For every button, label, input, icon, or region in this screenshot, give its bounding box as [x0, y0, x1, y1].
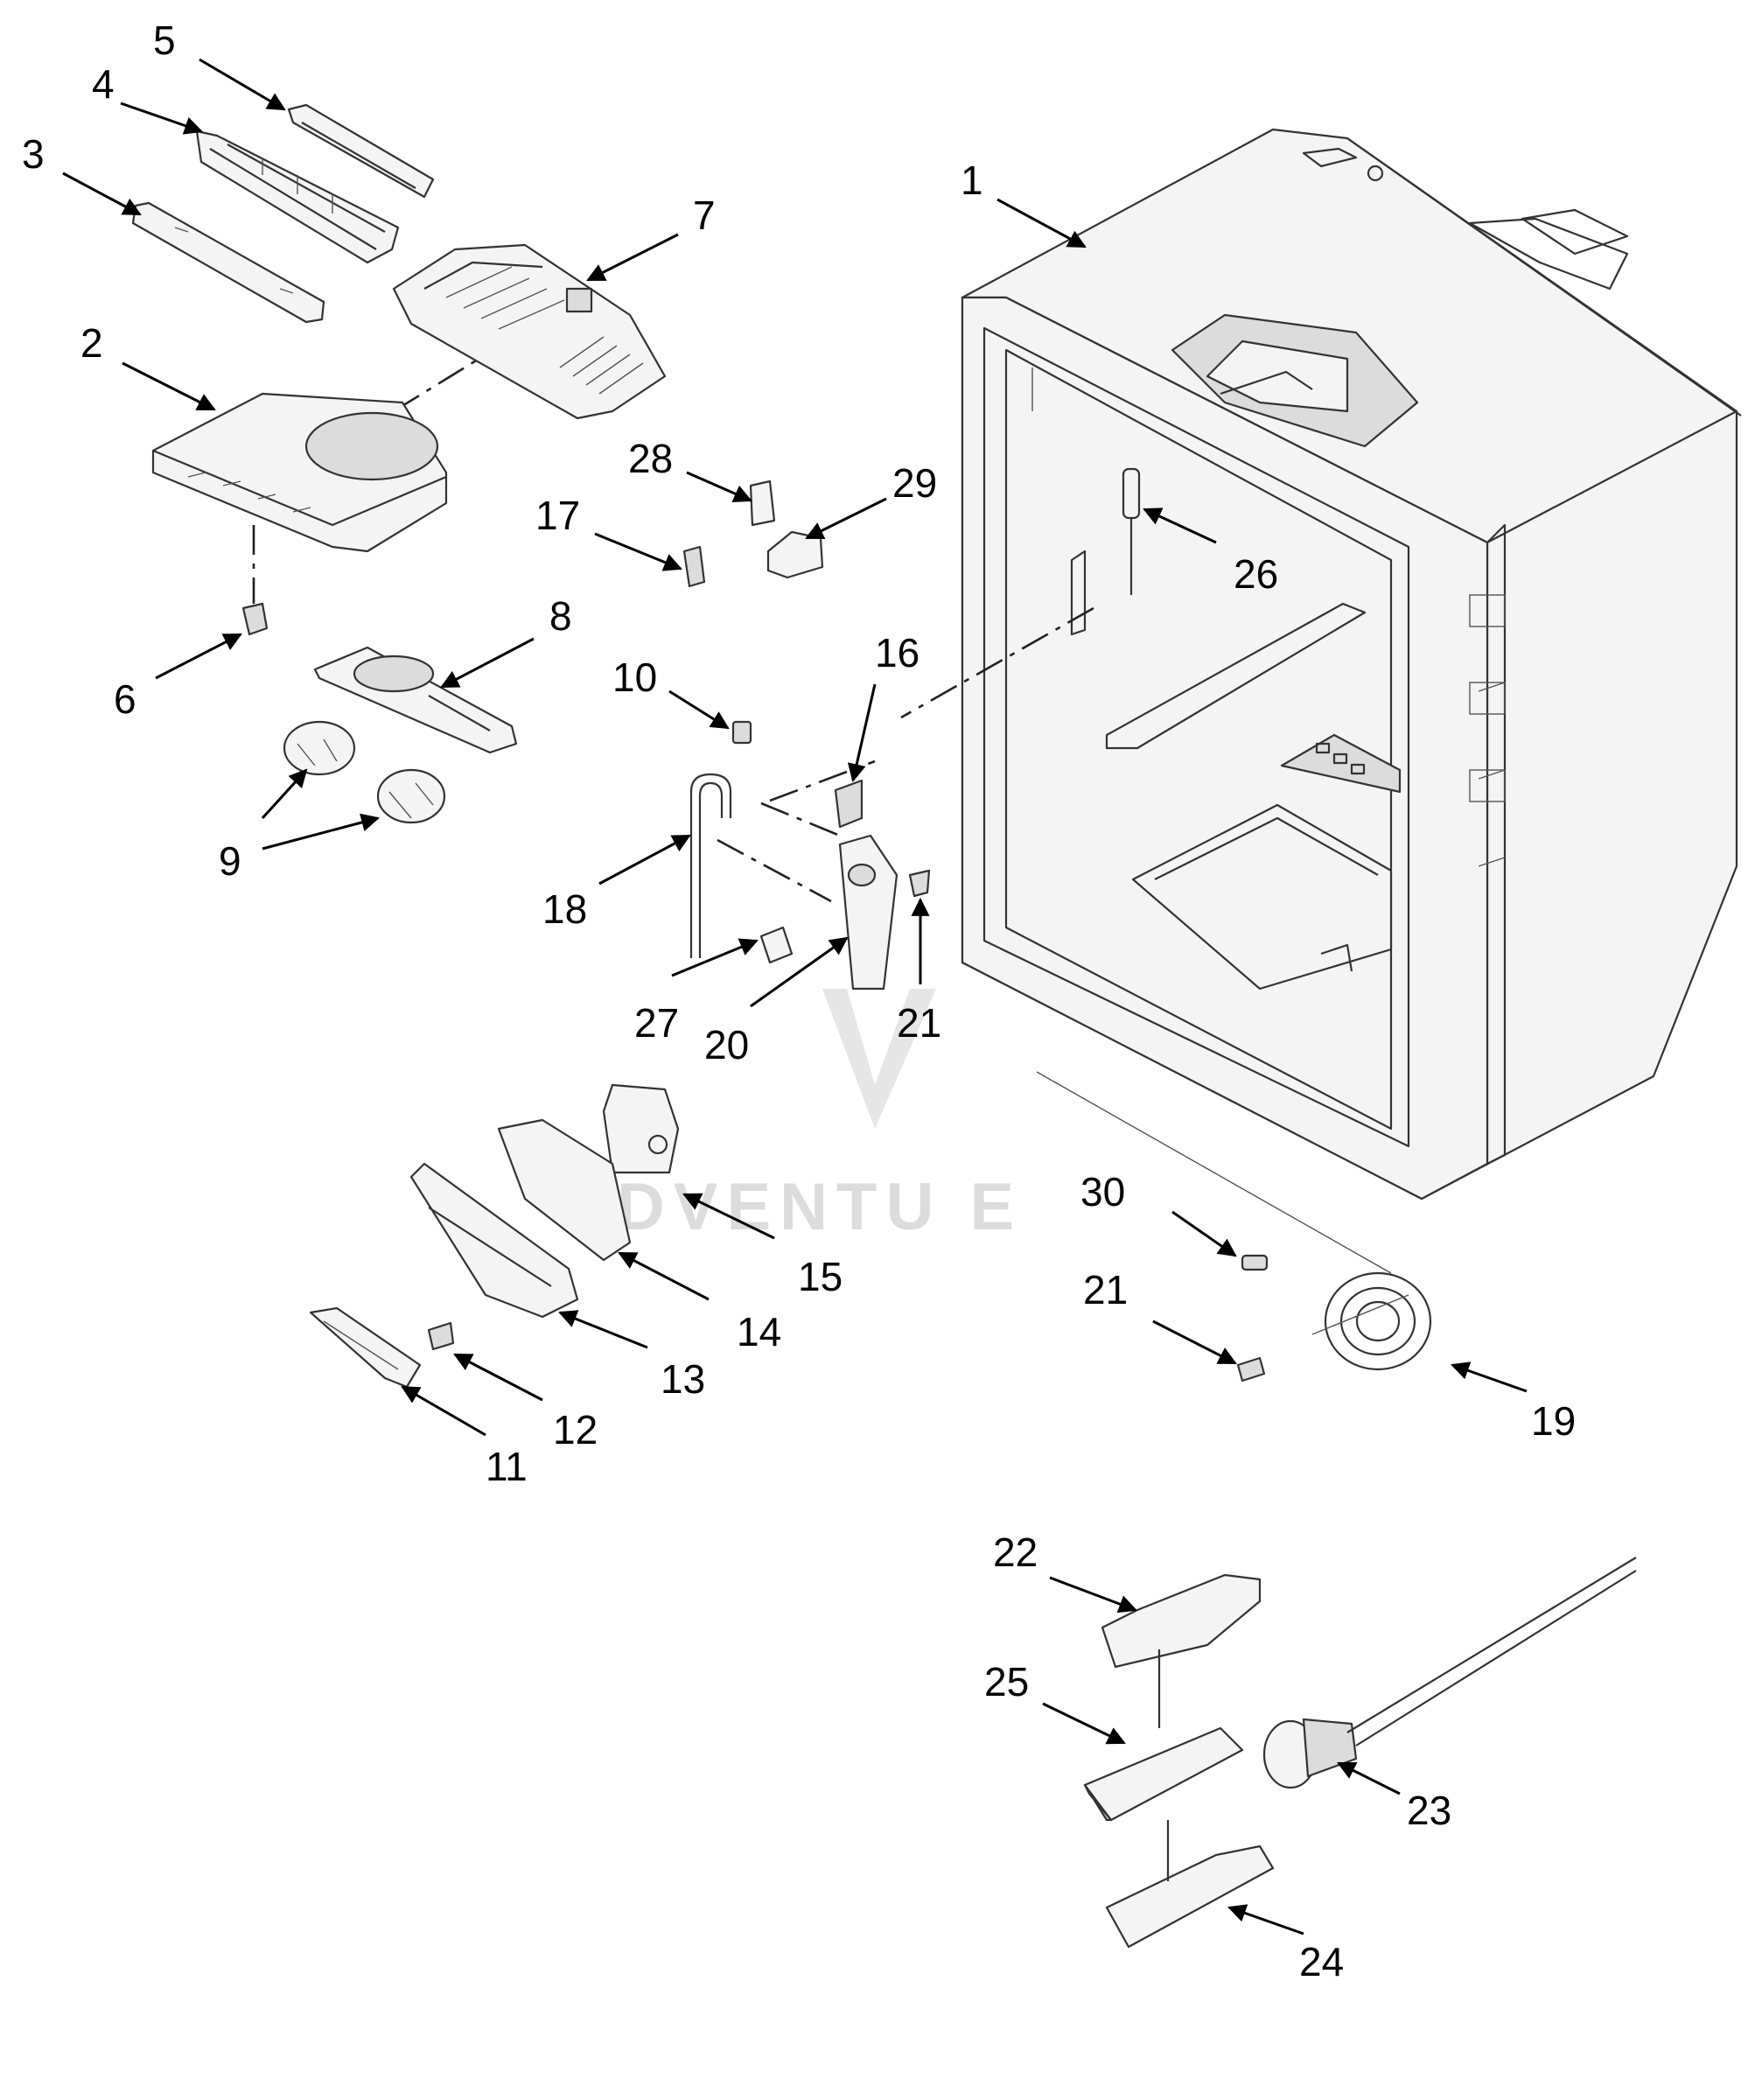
part-19-heater-coil: [1036, 1071, 1432, 1371]
callout-18: 18: [542, 886, 587, 932]
part-13-cover: [409, 1162, 579, 1319]
part-4-housing: [195, 130, 400, 264]
callout-13: 13: [661, 1356, 705, 1402]
part-8-light-lens: [313, 646, 518, 754]
part-22-filter-head-cover: [1101, 1573, 1262, 1669]
part-9-bulb-socket-b: [376, 768, 446, 824]
watermark-text: ADVENTU E: [560, 1170, 1023, 1244]
part-12-screw: [427, 1321, 455, 1351]
part-16-seal: [834, 779, 864, 829]
callout-labels: 1 2 3 4 5 6 7 8 9 10 11 12 13 14 15 16 1…: [22, 18, 1576, 1984]
part-21-screw-lower: [1236, 1356, 1266, 1382]
part-14-housing: [497, 1118, 632, 1262]
callout-26: 26: [1234, 551, 1278, 597]
part-1-cabinet: [961, 128, 1742, 1200]
callout-2: 2: [80, 320, 103, 366]
part-7-air-duct-cover: [392, 243, 667, 420]
callout-21-lower: 21: [1083, 1267, 1128, 1312]
part-21-screw-upper: [908, 869, 931, 898]
part-25-water-filter: [1083, 1726, 1244, 1822]
callout-14: 14: [737, 1309, 781, 1354]
part-23-filter-head: [1262, 1557, 1637, 1789]
callout-29: 29: [892, 460, 937, 506]
part-29-block: [766, 530, 824, 579]
callout-1: 1: [961, 158, 983, 203]
watermark-logo: [822, 989, 936, 1129]
part-27-clip: [759, 926, 794, 964]
callout-22: 22: [993, 1530, 1038, 1575]
callout-21-upper: 21: [897, 1000, 941, 1046]
leader-arrows: [62, 58, 1528, 1936]
part-28-bracket: [749, 480, 776, 527]
callout-25: 25: [984, 1659, 1029, 1704]
callout-11: 11: [486, 1444, 528, 1489]
part-30-fitting: [1241, 1254, 1269, 1271]
callout-5: 5: [153, 18, 176, 63]
part-26-thermistor: [1122, 467, 1141, 595]
callout-16: 16: [875, 630, 919, 676]
callout-20: 20: [704, 1022, 749, 1068]
part-6-switch: [241, 602, 269, 636]
callout-19: 19: [1531, 1398, 1576, 1444]
callout-30: 30: [1080, 1169, 1125, 1214]
callout-12: 12: [553, 1407, 598, 1452]
part-17-clip: [682, 545, 706, 588]
part-2-light-cover: [151, 392, 448, 553]
part-20-fill-cup: [838, 834, 898, 990]
callout-9: 9: [219, 838, 241, 884]
callout-10: 10: [612, 654, 657, 700]
callout-24: 24: [1299, 1939, 1344, 1984]
part-9-bulb-socket-a: [283, 720, 356, 776]
filter-connector-lines: [1157, 1649, 1170, 1881]
part-3-strip: [131, 201, 325, 324]
part-18-tube: [689, 773, 732, 958]
part-5-bracket: [287, 103, 435, 199]
part-15-ice-maker-valve: [602, 1083, 680, 1174]
callout-8: 8: [549, 593, 572, 639]
callout-7: 7: [693, 192, 716, 238]
callout-6: 6: [114, 676, 136, 722]
callout-23: 23: [1407, 1788, 1451, 1833]
callout-15: 15: [798, 1254, 843, 1299]
callout-17: 17: [535, 493, 580, 538]
part-24-filter-base: [1105, 1844, 1275, 1949]
callout-3: 3: [22, 131, 45, 177]
callout-27: 27: [634, 1000, 679, 1046]
watermark: ADVENTU E: [560, 989, 1023, 1244]
part-11-trim: [309, 1306, 422, 1389]
callout-28: 28: [628, 436, 673, 481]
callout-4: 4: [92, 61, 115, 107]
part-10-clip: [731, 720, 752, 745]
